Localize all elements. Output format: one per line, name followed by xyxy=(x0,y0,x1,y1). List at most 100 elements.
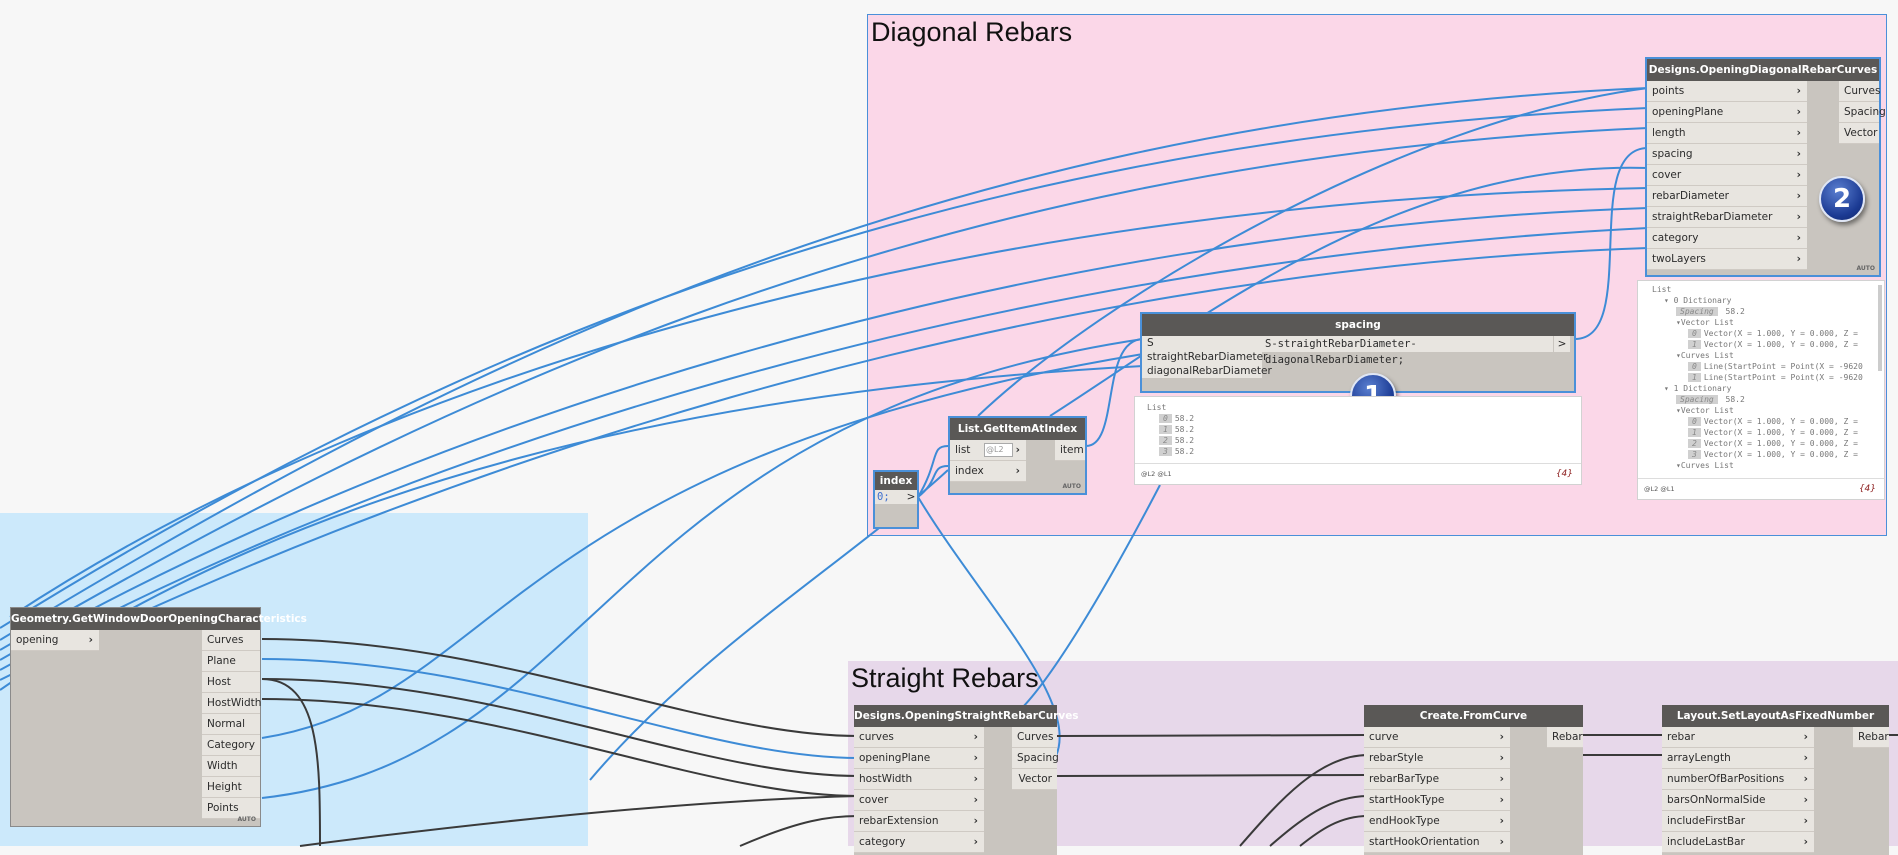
output-port-height[interactable]: Height xyxy=(202,777,260,798)
input-port-cover[interactable]: cover› xyxy=(1647,165,1807,186)
input-port-list[interactable]: list @L2 › xyxy=(950,440,1026,461)
input-port-category[interactable]: category› xyxy=(854,832,984,853)
node-layout-setlayoutasfixednumber[interactable]: Layout.SetLayoutAsFixedNumber rebar› arr… xyxy=(1662,705,1889,855)
input-port-rebar[interactable]: rebar› xyxy=(1662,727,1814,748)
node-title: Designs.OpeningStraightRebarCurves xyxy=(854,705,1079,727)
scrollbar[interactable] xyxy=(1878,285,1882,371)
node-title: List.GetItemAtIndex xyxy=(950,418,1085,440)
chevron-right-icon: › xyxy=(1803,836,1808,848)
input-port-cover[interactable]: cover› xyxy=(854,790,984,811)
preview-tree-line: ▾ 0 Dictionary xyxy=(1664,296,1731,305)
input-port-twolayers[interactable]: twoLayers› xyxy=(1647,249,1807,270)
output-port-rebar[interactable]: Rebar xyxy=(1547,727,1583,748)
input-port-length[interactable]: length› xyxy=(1647,123,1807,144)
step-badge-2: 2 xyxy=(1819,176,1865,222)
preview-tree-line: ▾Vector List xyxy=(1676,406,1734,415)
list-levels: @L2 @L1 xyxy=(1141,470,1172,478)
preview-tree-line: ▾Curves List xyxy=(1676,351,1734,360)
dictionary-value: 58.2 xyxy=(1720,395,1745,404)
list-level-selector[interactable]: @L2 xyxy=(984,443,1013,457)
node-list-getitematindex[interactable]: List.GetItemAtIndex list @L2 › index› it… xyxy=(948,416,1087,495)
output-port-normal[interactable]: Normal xyxy=(202,714,260,735)
input-port-numberofbarpositions[interactable]: numberOfBarPositions› xyxy=(1662,769,1814,790)
output-port[interactable]: > xyxy=(905,490,917,504)
output-port-width[interactable]: Width xyxy=(202,756,260,777)
chevron-right-icon: › xyxy=(1803,773,1808,785)
input-port-points[interactable]: points› xyxy=(1647,81,1807,102)
input-port-curve[interactable]: curve› xyxy=(1364,727,1510,748)
input-port-index[interactable]: index› xyxy=(950,461,1026,482)
list-value: 58.2 xyxy=(1174,447,1195,456)
output-port-plane[interactable]: Plane xyxy=(202,651,260,672)
list-index: 1 xyxy=(1688,373,1701,382)
chevron-right-icon: › xyxy=(1499,836,1504,848)
chevron-right-icon: › xyxy=(1803,794,1808,806)
lacing-label: AUTO xyxy=(237,816,256,823)
chevron-right-icon: › xyxy=(1499,731,1504,743)
output-port-host[interactable]: Host xyxy=(202,672,260,693)
input-port-curves[interactable]: curves› xyxy=(854,727,984,748)
output-port-vector[interactable]: Vector xyxy=(1012,769,1057,790)
output-port-hostwidth[interactable]: HostWidth xyxy=(202,693,261,714)
node-title: Layout.SetLayoutAsFixedNumber xyxy=(1662,705,1889,727)
input-port-includefirstbar[interactable]: includeFirstBar› xyxy=(1662,811,1814,832)
output-port-spacing[interactable]: Spacing xyxy=(1839,102,1886,123)
input-port-opening[interactable]: opening› xyxy=(11,630,99,651)
output-port-curves[interactable]: Curves xyxy=(1012,727,1057,748)
chevron-right-icon: › xyxy=(1803,815,1808,827)
input-port-starthookorientation[interactable]: startHookOrientation› xyxy=(1364,832,1510,853)
chevron-right-icon: › xyxy=(973,773,978,785)
output-port[interactable]: > xyxy=(1554,336,1570,352)
node-getwindowdooropeningcharacteristics[interactable]: Geometry.GetWindowDoorOpeningCharacteris… xyxy=(10,607,307,827)
chevron-right-icon: › xyxy=(1796,190,1801,202)
chevron-right-icon: › xyxy=(973,836,978,848)
output-port-item[interactable]: item xyxy=(1055,440,1085,461)
input-port-s[interactable]: S xyxy=(1147,337,1154,349)
input-port-includelastbar[interactable]: includeLastBar› xyxy=(1662,832,1814,853)
input-port-straightrebardiameter[interactable]: straightRebarDiameter› xyxy=(1647,207,1807,228)
output-port-vector[interactable]: Vector xyxy=(1839,123,1879,144)
output-port-spacing[interactable]: Spacing xyxy=(1012,748,1059,769)
chevron-right-icon: › xyxy=(973,752,978,764)
output-port-points[interactable]: Points xyxy=(202,798,260,819)
chevron-right-icon: › xyxy=(1499,752,1504,764)
output-port-rebar[interactable]: Rebar xyxy=(1853,727,1889,748)
tree-label: List xyxy=(1652,285,1672,294)
node-opening-straight-rebar-curves[interactable]: Designs.OpeningStraightRebarCurves curve… xyxy=(854,705,1079,855)
output-port-curves[interactable]: Curves xyxy=(202,630,260,651)
output-port-curves[interactable]: Curves xyxy=(1839,81,1880,102)
input-port-endhooktype[interactable]: endHookType› xyxy=(1364,811,1510,832)
output-port-category[interactable]: Category xyxy=(202,735,260,756)
node-opening-diagonal-rebar-curves[interactable]: Designs.OpeningDiagonalRebarCurves point… xyxy=(1645,57,1886,277)
chevron-right-icon: › xyxy=(1803,731,1808,743)
input-port-category[interactable]: category› xyxy=(1647,228,1807,249)
chevron-right-icon: › xyxy=(1015,444,1020,456)
node-create-fromcurve[interactable]: Create.FromCurve curve› rebarStyle› reba… xyxy=(1364,705,1583,855)
chevron-right-icon: › xyxy=(1796,106,1801,118)
input-port-diagonalrebardiameter[interactable]: diagonalRebarDiameter xyxy=(1147,365,1272,377)
list-index: 1 xyxy=(1688,340,1701,349)
input-port-openingplane[interactable]: openingPlane› xyxy=(1647,102,1807,123)
node-index-code-block[interactable]: index 0; > xyxy=(873,470,919,529)
input-port-hostwidth[interactable]: hostWidth› xyxy=(854,769,984,790)
input-port-rebarstyle[interactable]: rebarStyle› xyxy=(1364,748,1510,769)
code-editor[interactable]: S-straightRebarDiameter-diagonalRebarDia… xyxy=(1262,336,1553,366)
code-editor[interactable]: 0; xyxy=(875,490,905,504)
list-value: 58.2 xyxy=(1174,425,1195,434)
chevron-right-icon: › xyxy=(1796,169,1801,181)
input-port-arraylength[interactable]: arrayLength› xyxy=(1662,748,1814,769)
input-port-rebardiameter[interactable]: rebarDiameter› xyxy=(1647,186,1807,207)
input-port-barsonnormalside[interactable]: barsOnNormalSide› xyxy=(1662,790,1814,811)
input-port-rebarbartype[interactable]: rebarBarType› xyxy=(1364,769,1510,790)
tree-label: ▾Curves List xyxy=(1676,351,1734,360)
preview-tree-line: List xyxy=(1652,285,1671,294)
input-port-starthooktype[interactable]: startHookType› xyxy=(1364,790,1510,811)
input-port-openingplane[interactable]: openingPlane› xyxy=(854,748,984,769)
input-port-straightrebardiameter[interactable]: straightRebarDiameter xyxy=(1147,351,1268,363)
input-port-spacing[interactable]: spacing› xyxy=(1647,144,1807,165)
input-port-rebarextension[interactable]: rebarExtension› xyxy=(854,811,984,832)
